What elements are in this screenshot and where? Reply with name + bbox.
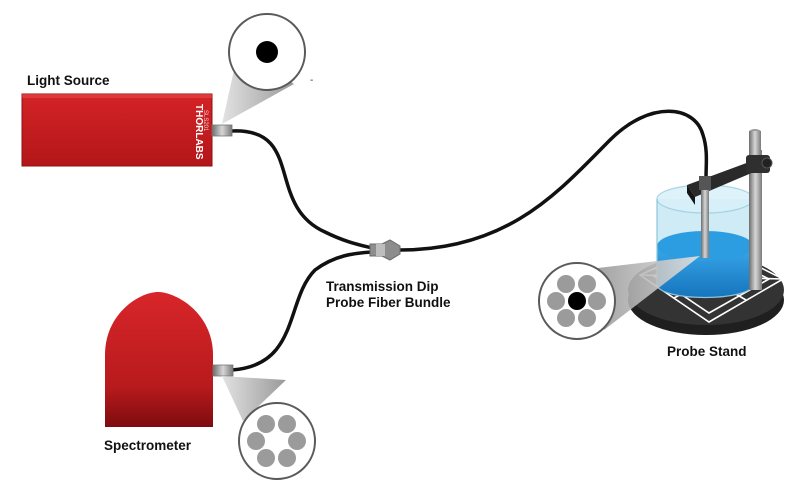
probe-stand (628, 129, 785, 335)
bundle-connector (369, 239, 401, 261)
spectrometer-label: Spectrometer (104, 438, 192, 453)
model-number: SLS201 (202, 110, 208, 132)
fiber (578, 275, 596, 293)
center-fiber-dark (568, 292, 586, 310)
bundle-label-line2: Probe Fiber Bundle (326, 295, 451, 310)
dip-probe (701, 178, 709, 258)
spectrometer-device (105, 292, 234, 427)
fiber (578, 309, 596, 327)
probe-fiber-view (538, 256, 700, 340)
fiber (257, 449, 275, 467)
cable-spectrometer (230, 250, 374, 372)
stray-mark: - (310, 75, 313, 86)
fiber (278, 449, 296, 467)
light-source-device: THORLABS SLS201 (21, 93, 233, 167)
cable-probe (398, 109, 709, 252)
cable-light-source (230, 129, 374, 250)
fiber (257, 415, 275, 433)
fiber (557, 275, 575, 293)
brand-logo: THORLABS (193, 104, 204, 160)
light-source-fiber-view (222, 13, 306, 124)
fiber (278, 415, 296, 433)
stand-post (749, 150, 762, 290)
spectrometer-port (212, 364, 234, 377)
spectrometer-fiber-view (222, 376, 316, 480)
single-fiber-core (256, 41, 278, 63)
fiber (588, 292, 606, 310)
fiber (547, 292, 565, 310)
bundle-label-line1: Transmission Dip (326, 279, 439, 294)
fiber (247, 432, 265, 450)
probe-stand-label: Probe Stand (667, 344, 747, 359)
light-source-port (211, 124, 233, 137)
fiber (557, 309, 575, 327)
fiber (288, 432, 306, 450)
light-source-label: Light Source (27, 73, 110, 88)
fiber-cables (230, 109, 709, 372)
